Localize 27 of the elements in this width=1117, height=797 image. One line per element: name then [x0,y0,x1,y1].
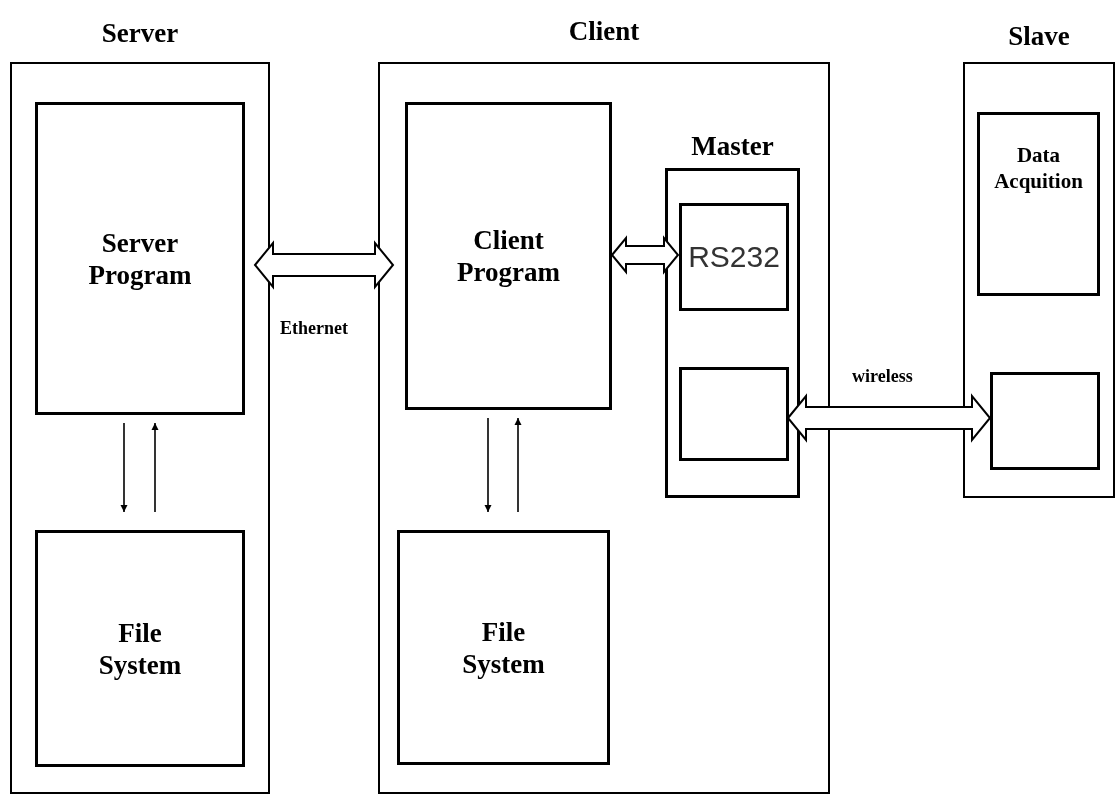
box-label: File System [97,616,183,681]
box-label: Data Acquition [993,143,1084,194]
box-label: File System [461,615,546,680]
process-box [35,530,245,767]
double-arrow [253,240,395,290]
process-box [397,530,610,765]
process-box [679,203,789,311]
arrow [484,417,492,513]
process-box [405,102,612,410]
process-box [35,102,245,415]
box-label: Server Program [87,226,193,291]
arrow [514,417,522,513]
arrow [151,422,159,513]
group-heading: Client [568,16,640,47]
process-box [977,112,1100,296]
double-arrow [786,393,992,443]
module-box [679,367,789,461]
group-heading: Server [101,18,179,49]
module-box [990,372,1100,470]
group-heading: Master [691,131,774,162]
group-heading: Slave [1008,21,1070,52]
box-label: Client Program [456,223,561,289]
double-arrow [610,235,680,275]
connector-label: Ethernet [280,318,348,339]
arrow [120,422,128,513]
box-label: RS232 [687,239,781,275]
connector-label: wireless [852,366,913,387]
